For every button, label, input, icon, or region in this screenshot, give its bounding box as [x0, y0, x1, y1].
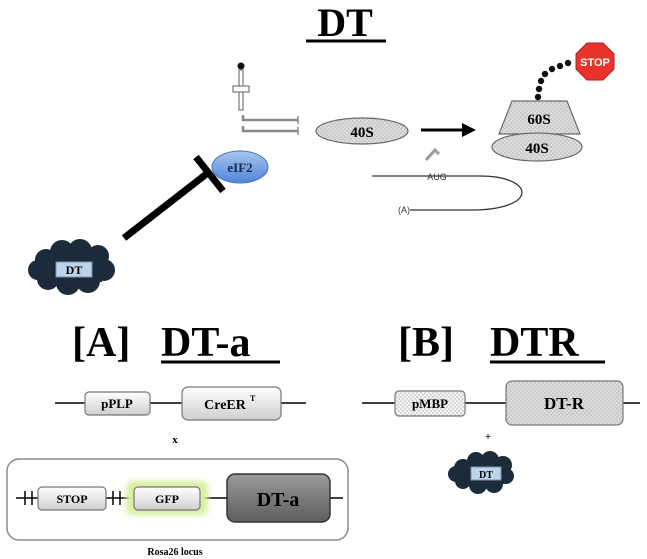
aug-label: AUG	[427, 172, 447, 182]
subunit-60s	[498, 100, 581, 135]
toxin-cloud-label: DT	[66, 263, 83, 277]
pplp-label: pPLP	[101, 396, 133, 411]
eif2-factor: eIF2	[211, 150, 269, 184]
creer-superscript: T	[250, 394, 256, 403]
gtp-strands-icon	[241, 115, 299, 135]
dta-gene-box	[226, 473, 331, 523]
toxin-cloud-icon: DT	[28, 239, 115, 295]
pmbp-label: pMBP	[412, 396, 448, 411]
main-title: DT	[317, 0, 373, 45]
stop-sign-icon: STOP	[575, 42, 615, 81]
toxin-cloud-b-icon: DT	[448, 451, 514, 494]
creer-gene-box	[181, 386, 282, 421]
trna-icon	[232, 62, 250, 111]
creer-label: CreER	[204, 398, 247, 413]
trna-small-icon	[424, 147, 441, 162]
ribosome: 60S 40S	[491, 100, 583, 162]
pplp-promoter-box	[84, 391, 151, 416]
cross-symbol: x	[172, 434, 178, 446]
panel-b-tag: [B]	[398, 320, 454, 366]
translation-arrow	[421, 123, 476, 137]
rosa26-locus: STOP GFP DT-a Rosa26 locus	[6, 458, 349, 558]
plus-symbol: +	[485, 431, 491, 443]
inhibition-bar	[121, 154, 226, 241]
toxin-cloud-b-label: DT	[479, 470, 493, 481]
pmbp-promoter-box	[394, 390, 466, 417]
subunit-40s-bound	[491, 132, 583, 162]
panel-a-tag: [A]	[72, 320, 130, 366]
panel-b-title: DTR	[490, 320, 579, 366]
subunit-60s-label: 60S	[527, 112, 550, 128]
stop-cassette-box	[37, 486, 107, 511]
polya-label: (A)	[398, 205, 410, 215]
construct-pplp-creer: pPLP CreER T	[55, 386, 306, 421]
subunit-40s-label: 40S	[350, 125, 373, 141]
construct-pmbp-dtr: pMBP DT-R	[362, 380, 640, 426]
panel-a-title: DT-a	[161, 320, 250, 366]
dta-gene-label: DT-a	[257, 489, 300, 511]
eif2-label: eIF2	[227, 160, 252, 175]
stop-sign-label: STOP	[580, 57, 610, 69]
stop-cassette-label: STOP	[56, 492, 87, 506]
dtr-gene-box	[505, 380, 624, 426]
subunit-40s-bound-label: 40S	[525, 141, 548, 157]
dtr-gene-label: DT-R	[544, 394, 585, 413]
gfp-box	[133, 486, 201, 511]
peptide-chain-icon	[534, 59, 572, 101]
gfp-label: GFP	[155, 492, 179, 506]
rosa26-locus-label: Rosa26 locus	[147, 547, 202, 558]
subunit-40s-free: 40S	[315, 117, 409, 145]
mrna-strand	[372, 175, 523, 211]
